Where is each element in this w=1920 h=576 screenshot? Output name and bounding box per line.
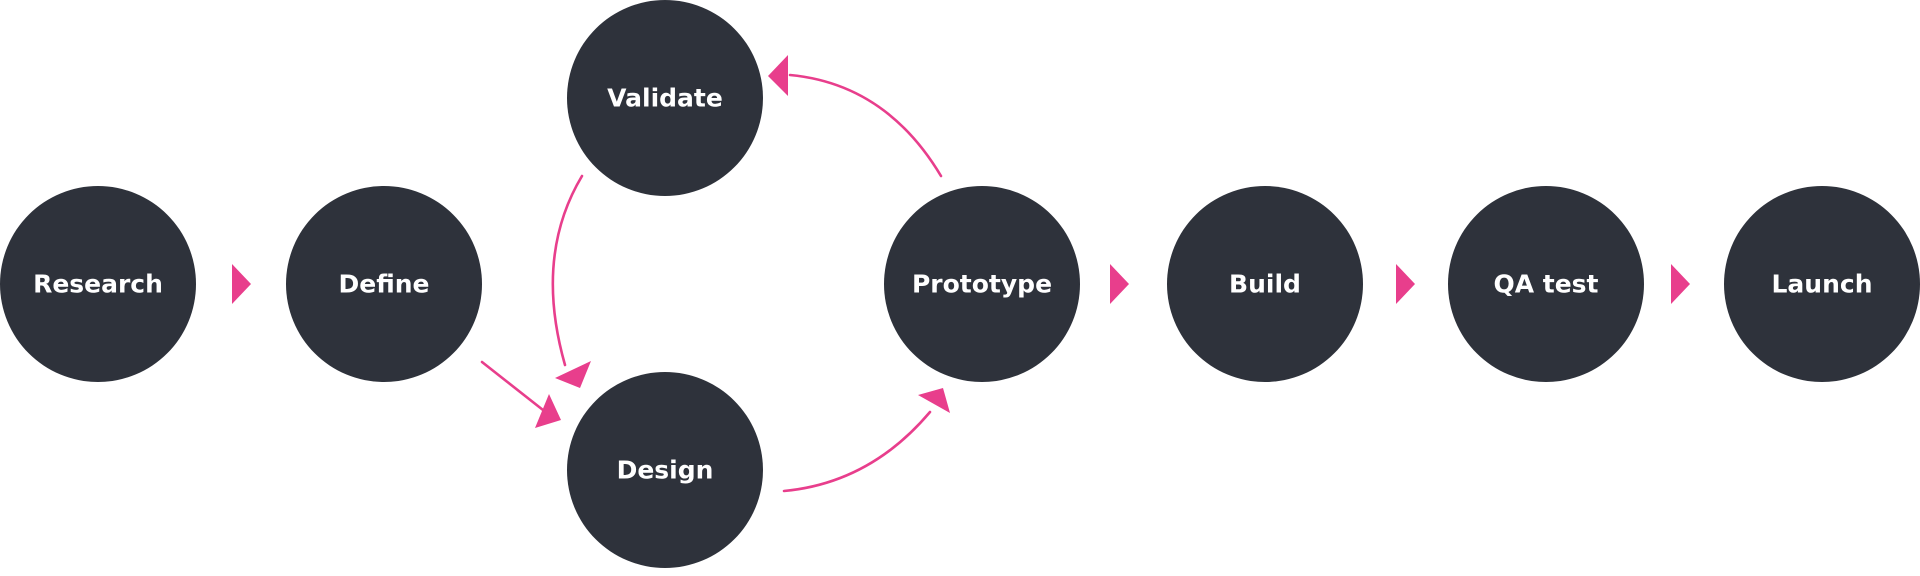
node-qa-test: QA test	[1448, 186, 1644, 382]
connector-validate-to-design	[551, 174, 584, 367]
arrow-prototype-to-validate	[768, 55, 943, 178]
node-research-label: Research	[33, 270, 163, 299]
node-build: Build	[1167, 186, 1363, 382]
arrow-validate-to-design	[551, 174, 591, 388]
arrowhead-validate-to-design	[555, 361, 591, 388]
connector-prototype-to-validate	[788, 73, 943, 178]
node-design-circle	[567, 372, 763, 568]
arrow-qa-test-to-launch	[1671, 264, 1690, 304]
node-define-label: Define	[339, 270, 430, 299]
node-prototype-circle	[884, 186, 1080, 382]
node-validate-circle	[567, 0, 763, 196]
node-validate-label: Validate	[607, 84, 723, 113]
arrowhead-define-to-design	[535, 394, 561, 428]
node-research-circle	[0, 186, 196, 382]
node-prototype: Prototype	[884, 186, 1080, 382]
node-launch: Launch	[1724, 186, 1920, 382]
arrowhead-prototype-to-validate	[768, 55, 788, 96]
node-build-label: Build	[1229, 270, 1301, 299]
node-define: Define	[286, 186, 482, 382]
connector-design-to-prototype	[782, 410, 932, 493]
node-launch-label: Launch	[1771, 270, 1872, 299]
node-build-circle	[1167, 186, 1363, 382]
node-validate: Validate	[567, 0, 763, 196]
arrowhead-design-to-prototype	[918, 388, 950, 413]
arrow-build-to-qa-test	[1396, 264, 1415, 304]
arrow-research-to-define	[232, 264, 251, 304]
arrow-prototype-to-build	[1110, 264, 1129, 304]
node-launch-circle	[1724, 186, 1920, 382]
arrow-define-to-design	[480, 360, 561, 428]
node-define-circle	[286, 186, 482, 382]
node-design: Design	[567, 372, 763, 568]
node-qa-test-circle	[1448, 186, 1644, 382]
node-design-label: Design	[617, 456, 714, 485]
node-research: Research	[0, 186, 196, 382]
node-qa-test-label: QA test	[1493, 270, 1598, 299]
node-prototype-label: Prototype	[912, 270, 1052, 299]
arrow-design-to-prototype	[782, 388, 950, 493]
connector-define-to-design	[480, 360, 545, 412]
